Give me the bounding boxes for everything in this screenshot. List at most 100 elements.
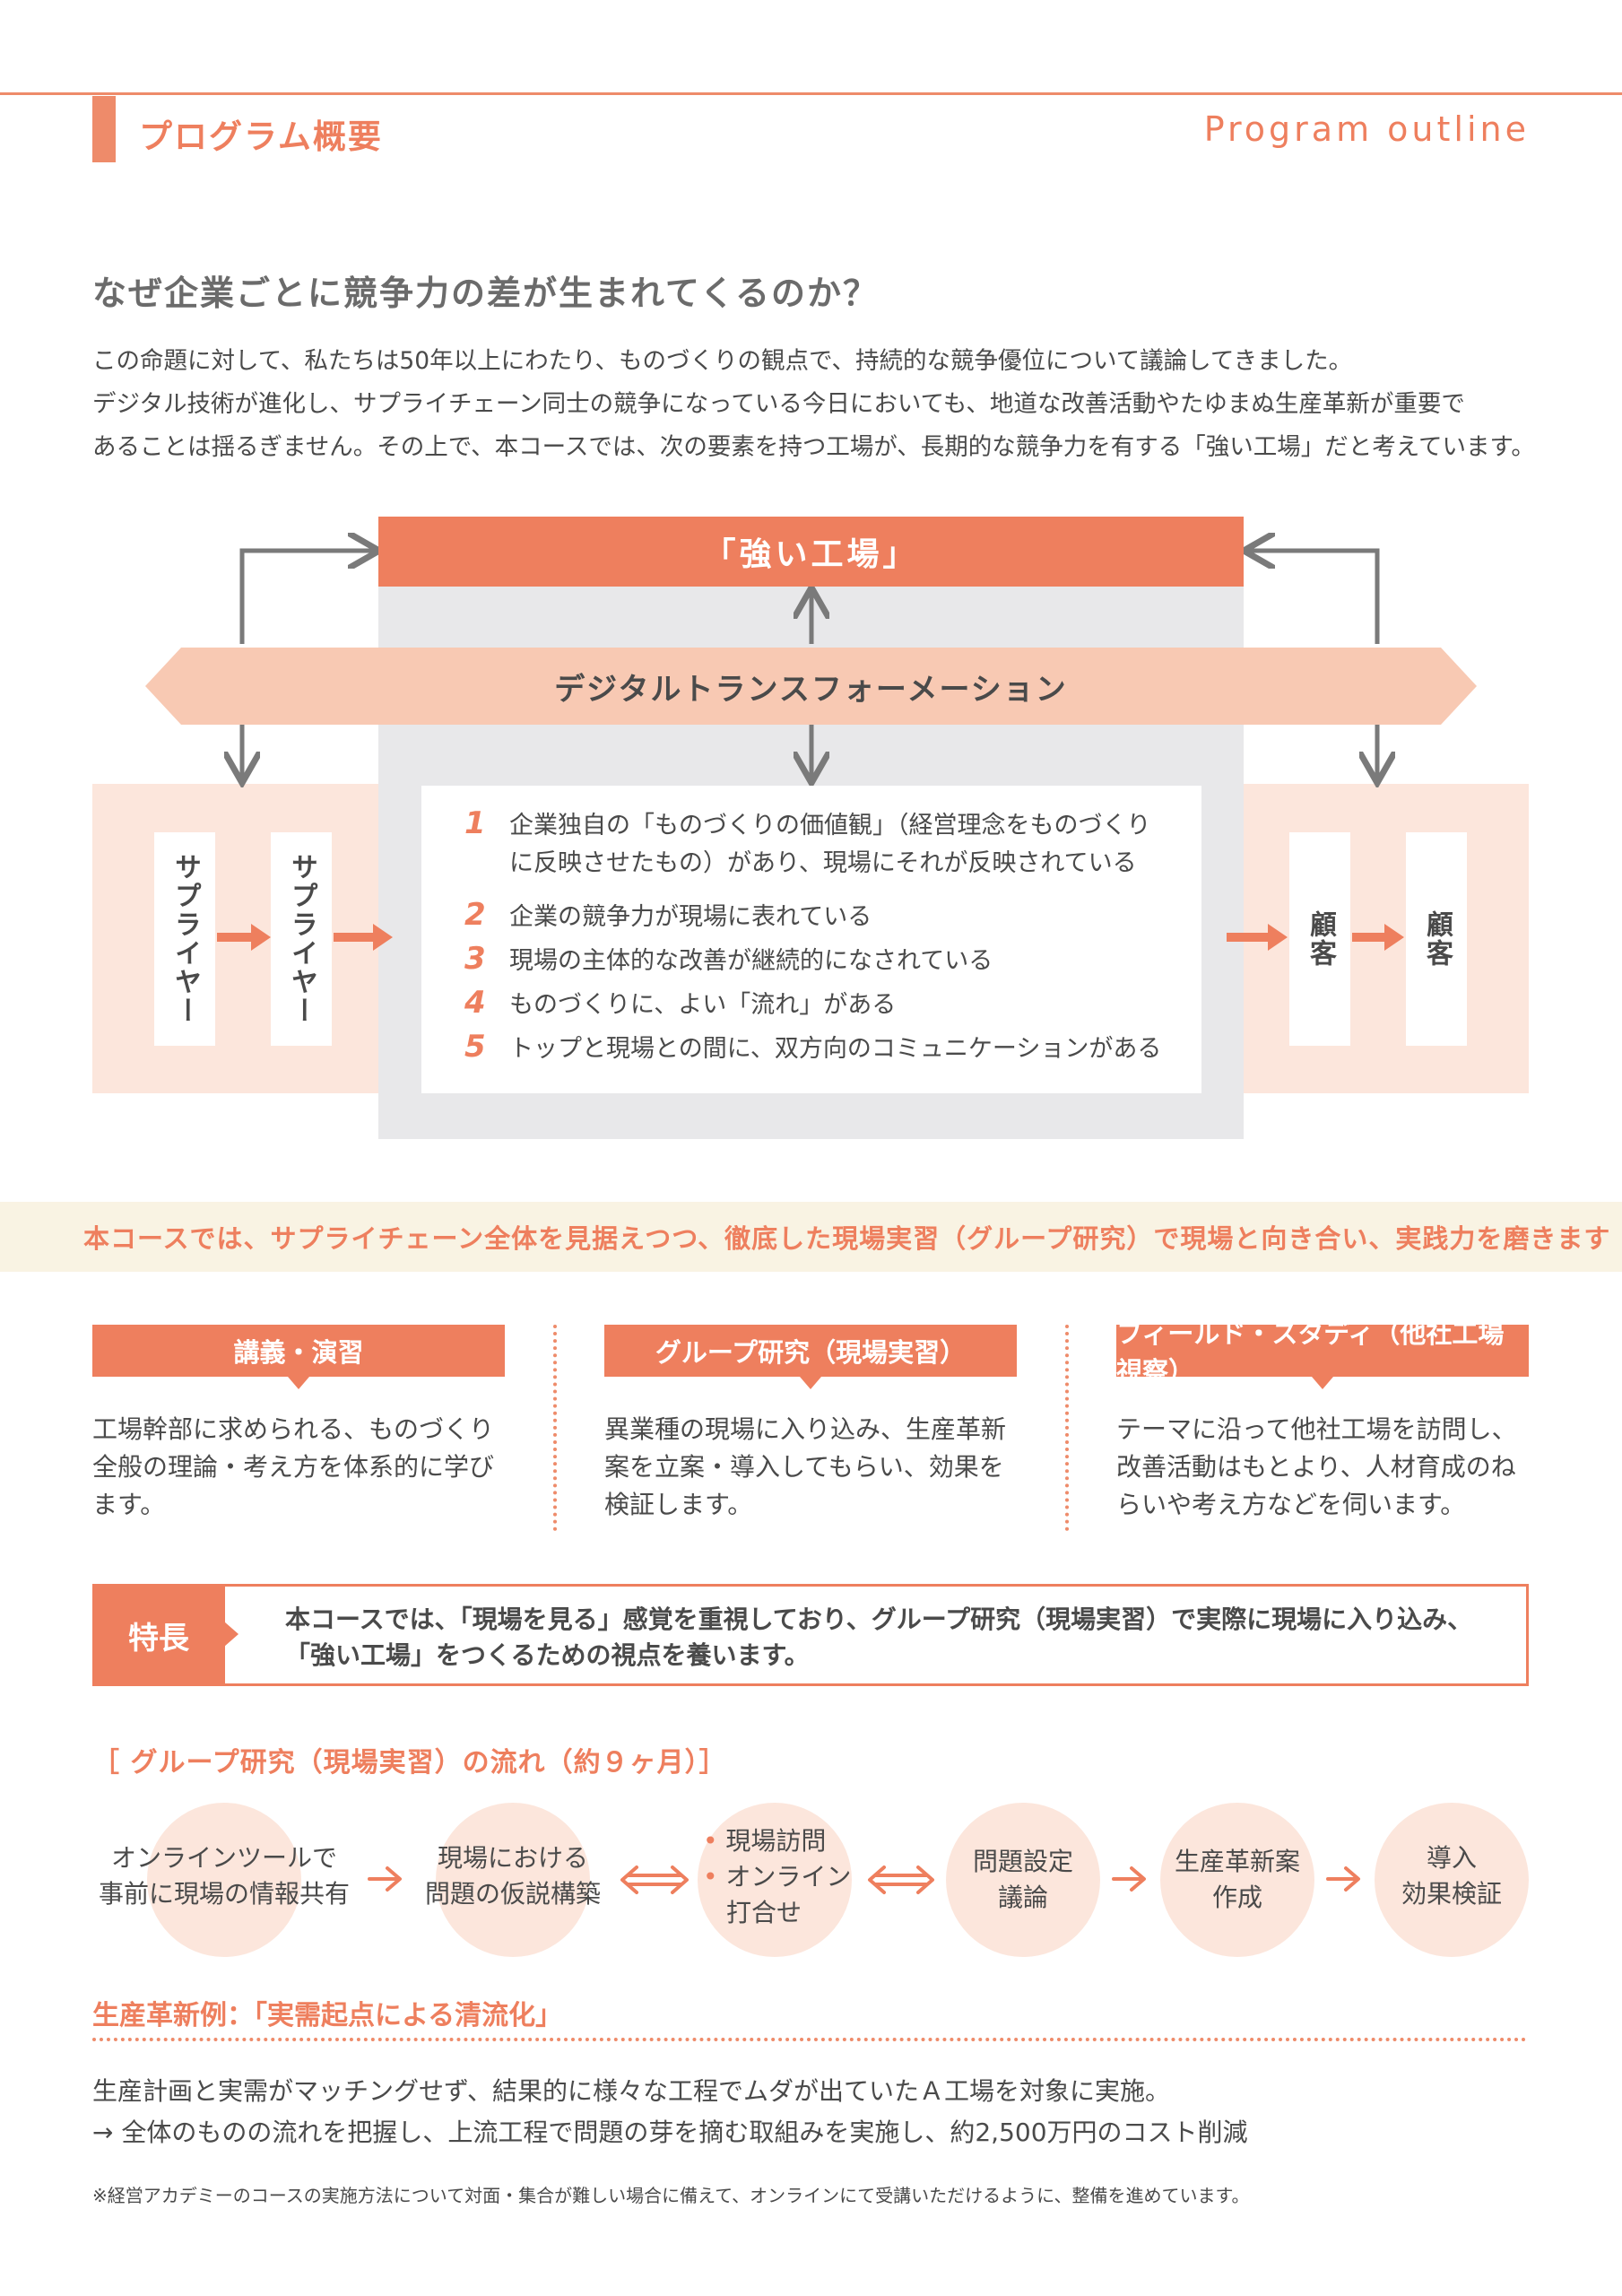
flow-step-line: 効果検証: [1401, 1879, 1502, 1909]
feature-text: 本コースでは、「現場を見る」感覚を重視しており、グループ研究（現場実習）で実際に…: [285, 1602, 1472, 1674]
requirement-4: 4 ものづくりに、よい「流れ」がある: [464, 985, 896, 1024]
example-title: 生産革新例：「実需起点による清流化」: [92, 2000, 563, 2031]
flow-step-line: 打合せ: [726, 1898, 802, 1927]
question-heading: なぜ企業ごとに競争力の差が生まれてくるのか？: [92, 274, 879, 313]
flow-step-line: 生産革新案: [1174, 1847, 1300, 1876]
left-loop-arrow: [239, 551, 375, 644]
column-group-research: グループ研究（現場実習） 異業種の現場に入り込み、生産革新 案を立案・導入しても…: [604, 1325, 1017, 1524]
flow-step-5: 生産革新案 作成: [1148, 1844, 1327, 1916]
example-line-2: → 全体のものの流れを把握し、上流工程で問題の芽を摘む取組みを実施し、約2,50…: [92, 2118, 1248, 2147]
customer-card-1: 顧客: [1289, 832, 1350, 1046]
column-title: フィールド・スタディ（他社工場視察）: [1116, 1318, 1529, 1387]
requirement-number: 5: [464, 1029, 486, 1065]
column-text: 工場幹部に求められる、ものづくり: [92, 1414, 495, 1444]
column-text: らいや考え方などを伺います。: [1116, 1490, 1466, 1519]
flow-step-line: 問題設定: [972, 1847, 1073, 1876]
double-arrow-icon: [620, 1866, 689, 1894]
flow-arrows: [368, 1866, 1360, 1894]
feature-tab: [92, 1584, 225, 1686]
column-text: 案を立案・導入してもらい、効果を: [604, 1452, 1004, 1482]
flow-step-circle: [1375, 1803, 1529, 1957]
column-text: 改善活動はもとより、人材育成のね: [1116, 1452, 1516, 1482]
flow-step-circle: [147, 1803, 301, 1957]
column-divider: [553, 1325, 557, 1531]
flow-step-line: オンラインツールで: [110, 1843, 337, 1873]
flow-step-6: 導入 効果検証: [1362, 1840, 1541, 1912]
intro-line-2: デジタル技術が進化し、サプライチェーン同士の競争になっている今日においても、地道…: [92, 390, 1465, 418]
column-text: 全般の理論・考え方を体系的に学び: [92, 1452, 495, 1482]
column-title: 講義・演習: [92, 1325, 505, 1377]
tab-notch: [288, 1377, 309, 1389]
requirement-text: に反映させたもの）があり、現場にそれが反映されている: [509, 849, 1137, 877]
tab-notch: [1312, 1377, 1333, 1389]
requirement-text: トップと現場との間に、双方向のコミュニケーションがある: [509, 1035, 1162, 1063]
supplier-label: サプライヤー: [169, 853, 201, 1025]
tab-notch: [800, 1377, 821, 1389]
feature-line: 本コースでは、「現場を見る」感覚を重視しており、グループ研究（現場実習）で実際に…: [285, 1605, 1473, 1634]
right-loop-arrow: [1248, 551, 1380, 644]
header-accent-bar: [92, 96, 116, 162]
example-divider: [92, 2038, 1527, 2041]
arrow-right-icon: [368, 1866, 402, 1892]
flow-step-line: 事前に現場の情報共有: [98, 1879, 350, 1909]
course-banner: 本コースでは、サプライチェーン全体を見据えつつ、徹底した現場実習（グループ研究）…: [0, 1202, 1622, 1272]
top-rule: [0, 92, 1622, 95]
arrow-right-icon: [1227, 924, 1288, 951]
flow-step-line: オンライン: [725, 1862, 852, 1892]
requirement-3: 3 現場の主体的な改善が継続的になされている: [464, 941, 993, 980]
section-title-en: Program outline: [1203, 109, 1530, 149]
column-text: ます。: [92, 1490, 166, 1519]
customer-card-2: 顧客: [1406, 832, 1467, 1046]
flow-step-1: オンラインツールで 事前に現場の情報共有: [90, 1840, 359, 1912]
arrow-right-icon: [217, 924, 271, 951]
flow-step-circle: [436, 1803, 590, 1957]
column-lecture: 講義・演習 工場幹部に求められる、ものづくり 全般の理論・考え方を体系的に学び …: [92, 1325, 505, 1524]
flow-step-circle: [698, 1803, 852, 1957]
column-text: 異業種の現場に入り込み、生産革新: [604, 1414, 1007, 1444]
requirement-text: ものづくりに、よい「流れ」がある: [509, 991, 897, 1019]
footnote: ※経営アカデミーのコースの実施方法について対面・集合が難しい場合に備えて、オンラ…: [92, 2185, 1250, 2206]
feature-label: 特長: [128, 1620, 189, 1657]
requirement-number: 4: [464, 985, 486, 1021]
feature-tab-notch: [224, 1622, 239, 1647]
requirement-number: 3: [464, 941, 486, 977]
requirement-5: 5 トップと現場との間に、双方向のコミュニケーションがある: [464, 1029, 1161, 1068]
diagram-connectors: [0, 0, 1622, 1166]
double-arrow-icon: [868, 1866, 934, 1894]
requirement-text: 企業独自の「ものづくりの価値観」（経営理念をものづくり: [509, 812, 1151, 839]
flow-step-line: 作成: [1211, 1883, 1262, 1912]
flow-step-line: 問題の仮説構築: [424, 1879, 601, 1909]
section-title-ja: プログラム概要: [139, 117, 383, 156]
flow-step-line: 現場訪問: [725, 1826, 827, 1856]
strong-factory-header: 「強い工場」: [378, 517, 1244, 587]
supplier-card-2: サプライヤー: [271, 832, 332, 1046]
requirement-number: 1: [464, 805, 486, 841]
flow-step-line: 議論: [997, 1883, 1048, 1912]
feature-line: 「強い工場」をつくるための視点を養います。: [285, 1640, 810, 1670]
arrow-right-icon: [1326, 1866, 1360, 1892]
column-divider: [1065, 1325, 1069, 1531]
intro-line-1: この命題に対して、私たちは50年以上にわたり、ものづくりの観点で、持続的な競争優…: [92, 347, 1353, 375]
requirements-panel: 1 企業独自の「ものづくりの価値観」（経営理念をものづくり に反映させたもの）が…: [421, 786, 1201, 1093]
intro-line-3: あることは揺るぎません。その上で、本コースでは、次の要素を持つ工場が、長期的な競…: [92, 433, 1535, 461]
requirement-1: 1 企業独自の「ものづくりの価値観」（経営理念をものづくり に反映させたもの）が…: [464, 805, 1151, 883]
flow-step-line: 導入: [1426, 1843, 1477, 1873]
arrow-right-icon: [334, 924, 393, 951]
arrow-right-icon: [1112, 1866, 1146, 1892]
dx-banner: デジタルトランスフォーメーション: [145, 648, 1477, 725]
feature-box: [92, 1584, 1529, 1686]
example-line-1: 生産計画と実需がマッチングせず、結果的に様々な工程でムダが出ていたＡ工場を対象に…: [92, 2076, 1171, 2106]
column-title: グループ研究（現場実習）: [604, 1325, 1017, 1377]
requirement-number: 2: [464, 897, 486, 933]
bullet-icon: •: [703, 1826, 718, 1856]
flow-step-2: 現場における 問題の仮説構築: [414, 1840, 612, 1912]
flow-step-line: 現場における: [437, 1843, 588, 1873]
requirement-2: 2 企業の競争力が現場に表れている: [464, 897, 872, 936]
bullet-icon: •: [703, 1862, 718, 1892]
supplier-card-1: サプライヤー: [154, 832, 215, 1046]
column-text: テーマに沿って他社工場を訪問し、: [1116, 1414, 1517, 1444]
flow-step-3: • 現場訪問 • オンライン 打合せ: [703, 1823, 864, 1931]
customer-label: 顧客: [1421, 910, 1453, 968]
flow-step-circle: [1160, 1803, 1314, 1957]
supply-flow-arrows: [217, 924, 1404, 951]
